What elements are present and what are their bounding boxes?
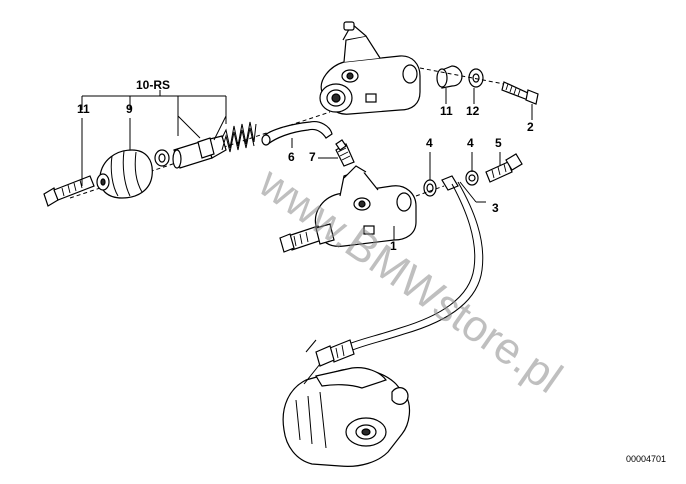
hollow-bolt-icon	[485, 153, 523, 183]
part-label-7: 7	[309, 150, 316, 164]
part-label-6: 6	[288, 150, 295, 164]
push-rod-icon	[43, 175, 95, 207]
part-label-3: 3	[492, 201, 499, 215]
bleeder-valve-icon	[335, 139, 355, 167]
reference-code: 00004701	[626, 454, 666, 464]
master-cylinder-icon	[319, 21, 421, 115]
part-label-8: 9	[126, 102, 133, 116]
part-label-9: 11	[77, 102, 90, 116]
part-label-4b: 4	[467, 136, 474, 150]
bolt-icon	[501, 81, 539, 105]
sealing-ring-icon	[423, 179, 437, 197]
sealing-ring-icon	[465, 170, 479, 186]
part-label-11: 11	[440, 104, 453, 118]
brake-caliper-icon	[282, 367, 411, 467]
part-label-12: 12	[466, 104, 480, 118]
part-label-2: 2	[527, 120, 534, 134]
washer-icon	[468, 68, 484, 88]
sleeve-icon	[436, 65, 463, 89]
group-label-10-rs: 10-RS	[136, 78, 170, 92]
part-label-4a: 4	[426, 136, 433, 150]
hydraulic-hose-icon	[315, 175, 484, 367]
part-label-5: 5	[495, 136, 502, 150]
dust-boot-icon	[96, 149, 153, 199]
clutch-slave-cylinder-icon	[279, 165, 417, 253]
part-label-1: 1	[390, 239, 397, 253]
hose-icon	[261, 121, 333, 146]
spring-icon	[221, 121, 257, 153]
piston-icon	[172, 135, 227, 169]
